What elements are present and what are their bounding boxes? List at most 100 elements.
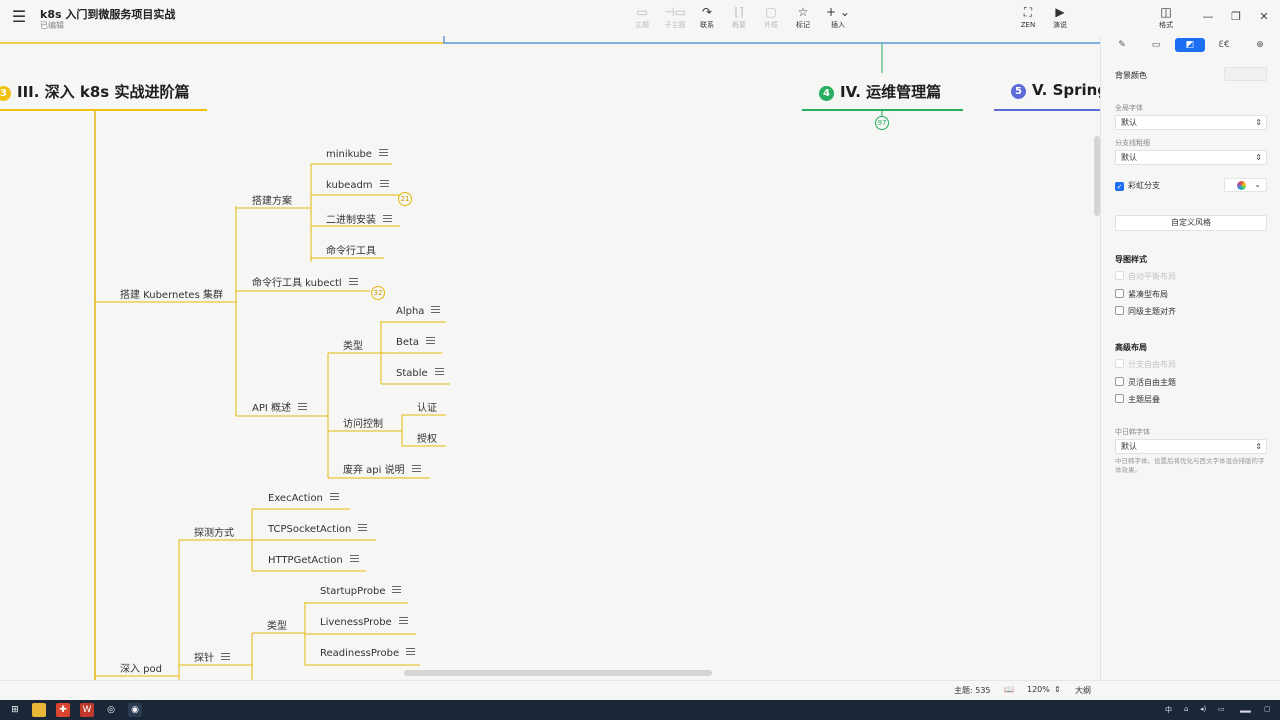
restore-icon[interactable]: ❐: [1231, 10, 1241, 23]
rainbow-branch-checkbox[interactable]: ✓彩虹分支: [1115, 181, 1160, 191]
zoom-level[interactable]: 120%: [1027, 685, 1050, 694]
wps-icon[interactable]: W: [80, 703, 94, 717]
tab-theme[interactable]: Ɛ€: [1209, 38, 1239, 52]
align-siblings-checkbox[interactable]: 同级主题对齐: [1115, 306, 1176, 317]
rainbow-palette-select[interactable]: ⌄: [1224, 178, 1267, 192]
note-icon[interactable]: [221, 653, 230, 660]
node-http-action[interactable]: HTTPGetAction: [268, 555, 359, 566]
topic-button[interactable]: ▭ 主题: [622, 5, 662, 31]
vertical-scrollbar[interactable]: [1094, 136, 1100, 216]
node-startup-probe[interactable]: StartupProbe: [320, 586, 402, 597]
cjk-font-select[interactable]: 默认⇕: [1115, 439, 1267, 454]
zen-button[interactable]: ⛶ ZEN: [1008, 5, 1048, 31]
free-branch-checkbox[interactable]: 分支自由布局: [1115, 359, 1176, 370]
note-icon[interactable]: [379, 180, 389, 187]
note-icon[interactable]: [431, 306, 441, 313]
branch-5-title[interactable]: 5V. Spring: [1011, 81, 1100, 99]
node-alpha[interactable]: Alpha: [396, 306, 441, 317]
marker-button[interactable]: ☆ 标记: [783, 5, 823, 31]
note-icon[interactable]: [406, 648, 416, 655]
node-kubectl[interactable]: 命令行工具 kubectl: [252, 274, 358, 289]
outline-toggle[interactable]: 大纲: [1075, 686, 1091, 695]
node-minikube[interactable]: minikube: [326, 149, 388, 160]
collapsed-count-badge[interactable]: 32: [371, 286, 385, 300]
note-icon[interactable]: [383, 215, 392, 222]
clock[interactable]: ▂▂: [1240, 705, 1251, 713]
node-probe-methods[interactable]: 探测方式: [194, 528, 234, 539]
node-build-plan[interactable]: 搭建方案: [252, 196, 292, 207]
node-exec-action[interactable]: ExecAction: [268, 493, 339, 504]
note-icon[interactable]: [411, 465, 421, 472]
insert-button[interactable]: + ⌄ 插入: [818, 5, 858, 31]
notification-icon[interactable]: ▢: [1264, 705, 1271, 713]
ime-icon[interactable]: 中: [1165, 706, 1172, 714]
zoom-stepper-icon[interactable]: ⇕: [1054, 685, 1061, 694]
summary-button[interactable]: ⌊⌉ 概要: [719, 5, 759, 31]
format-button[interactable]: ◫ 格式: [1146, 5, 1186, 31]
tab-lock[interactable]: ⊕: [1245, 38, 1275, 52]
note-icon[interactable]: [298, 403, 307, 410]
tab-map-style[interactable]: ◩: [1175, 38, 1205, 52]
node-authz[interactable]: 授权: [417, 434, 437, 445]
node-probe-types[interactable]: 类型: [267, 621, 287, 632]
note-icon[interactable]: [392, 586, 402, 593]
tab-style-brush[interactable]: ✎: [1107, 38, 1137, 52]
note-icon[interactable]: [358, 524, 368, 531]
node-binary-install[interactable]: 二进制安装: [326, 211, 392, 226]
collapsed-count-badge[interactable]: 21: [398, 192, 412, 206]
node-api-overview[interactable]: API 概述: [252, 399, 307, 414]
custom-style-button[interactable]: 自定义风格: [1115, 215, 1267, 231]
volume-icon[interactable]: ◂): [1200, 705, 1207, 713]
note-icon[interactable]: [378, 149, 388, 156]
node-beta[interactable]: Beta: [396, 337, 436, 348]
horizontal-scrollbar[interactable]: [404, 670, 712, 676]
node-liveness-probe[interactable]: LivenessProbe: [320, 617, 408, 628]
present-button[interactable]: ▶ 演说: [1040, 5, 1080, 31]
node-build-cluster[interactable]: 搭建 Kubernetes 集群: [120, 290, 223, 301]
close-icon[interactable]: ✕: [1259, 10, 1269, 23]
node-deep-pod[interactable]: 深入 pod: [120, 664, 162, 675]
app-icon[interactable]: ✚: [56, 703, 70, 717]
node-deprecated-api[interactable]: 废弃 api 说明: [343, 461, 421, 476]
branch-width-select[interactable]: 默认⇕: [1115, 150, 1267, 165]
node-authn[interactable]: 认证: [417, 403, 437, 414]
note-icon[interactable]: [349, 555, 359, 562]
app-icon[interactable]: ◎: [107, 705, 115, 715]
compact-layout-checkbox[interactable]: 紧凑型布局: [1115, 289, 1168, 300]
bg-color-swatch[interactable]: [1224, 67, 1267, 81]
note-icon[interactable]: [329, 493, 339, 500]
node-kubeadm[interactable]: kubeadm: [326, 180, 389, 191]
book-icon[interactable]: 📖: [1004, 685, 1014, 694]
boundary-button[interactable]: ▢ 外框: [751, 5, 791, 31]
node-stable[interactable]: Stable: [396, 368, 444, 379]
global-font-select[interactable]: 默认⇕: [1115, 115, 1267, 130]
note-icon[interactable]: [426, 337, 436, 344]
menu-icon[interactable]: ☰: [11, 7, 27, 26]
auto-balance-checkbox[interactable]: 自动平衡布局: [1115, 271, 1176, 282]
node-probe[interactable]: 探针: [194, 649, 230, 664]
node-access-control[interactable]: 访问控制: [343, 419, 383, 430]
flexible-free-topic-checkbox[interactable]: 灵活自由主题: [1115, 377, 1176, 388]
network-icon[interactable]: ⌂: [1184, 705, 1189, 713]
topic-overlap-checkbox[interactable]: 主题层叠: [1115, 394, 1160, 405]
tab-topic[interactable]: ▭: [1141, 38, 1171, 52]
node-types[interactable]: 类型: [343, 341, 363, 352]
minimize-icon[interactable]: —: [1202, 10, 1214, 23]
windows-start-icon[interactable]: ⊞: [11, 705, 19, 715]
note-icon[interactable]: [398, 617, 408, 624]
relationship-button[interactable]: ↷ 联系: [687, 5, 727, 31]
chevron-down-icon: ⌄: [1254, 180, 1261, 189]
collapsed-count-badge[interactable]: 97: [875, 116, 889, 130]
battery-icon[interactable]: ▭: [1218, 705, 1225, 713]
note-icon[interactable]: [434, 368, 444, 375]
subtopic-button[interactable]: ⊣▭ 子主题: [655, 5, 695, 31]
node-cli-tool[interactable]: 命令行工具: [326, 246, 376, 257]
node-tcp-action[interactable]: TCPSocketAction: [268, 524, 368, 535]
note-icon[interactable]: [348, 278, 358, 285]
chrome-icon[interactable]: ◉: [128, 703, 142, 717]
file-explorer-icon[interactable]: [32, 703, 46, 717]
node-readiness-probe[interactable]: ReadinessProbe: [320, 648, 416, 659]
